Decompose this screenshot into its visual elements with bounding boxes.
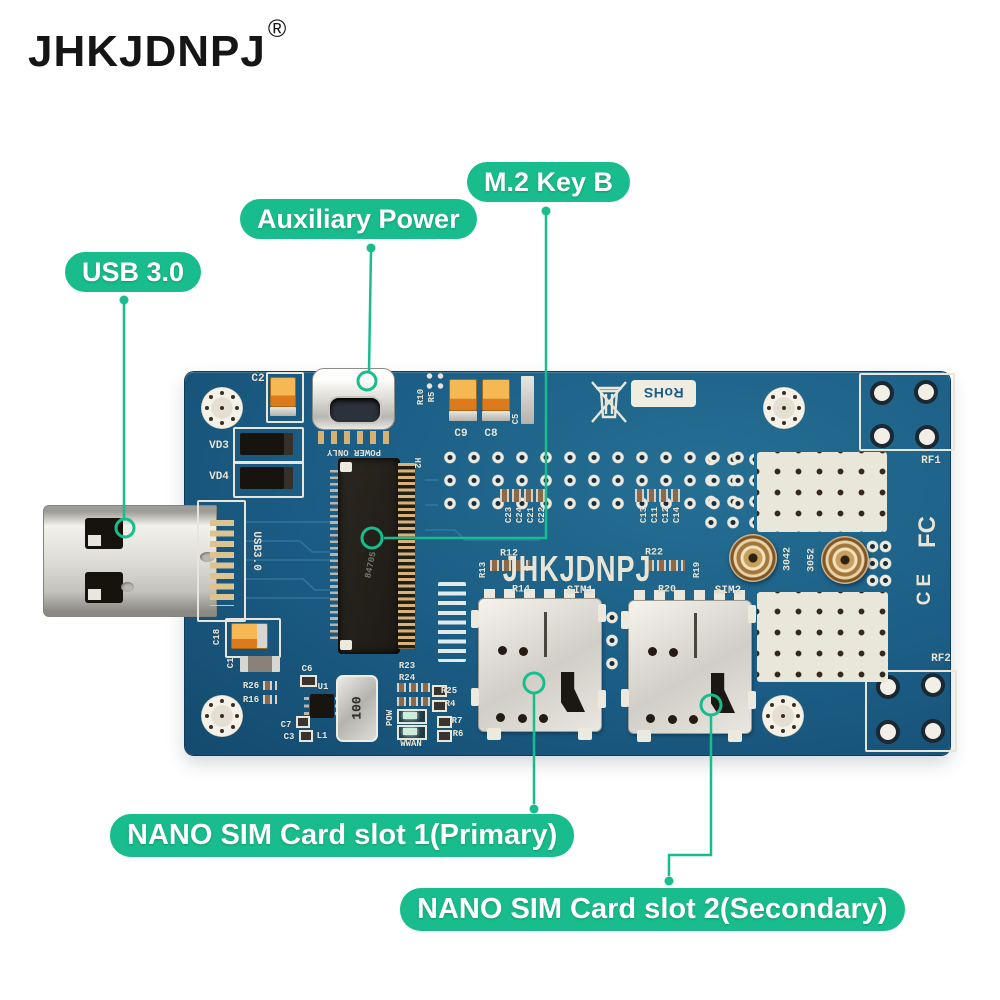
callout-m2-key-b: M.2 Key B [467,162,631,202]
pcb-board [185,372,950,755]
callout-aux-power: Auxiliary Power [240,199,477,239]
callout-sim2: NANO SIM Card slot 2(Secondary) [400,888,905,931]
brand-logo: JHKJDNPJ® [28,17,286,76]
usb-plug-hole [85,572,123,603]
brand-name: JHKJDNPJ [28,27,266,76]
registered-trademark-icon: ® [267,15,288,44]
callout-sim1: NANO SIM Card slot 1(Primary) [110,814,575,857]
callout-usb3: USB 3.0 [65,252,202,292]
usb-plug-hole [85,518,123,549]
usb-plug-dimple [121,582,134,592]
